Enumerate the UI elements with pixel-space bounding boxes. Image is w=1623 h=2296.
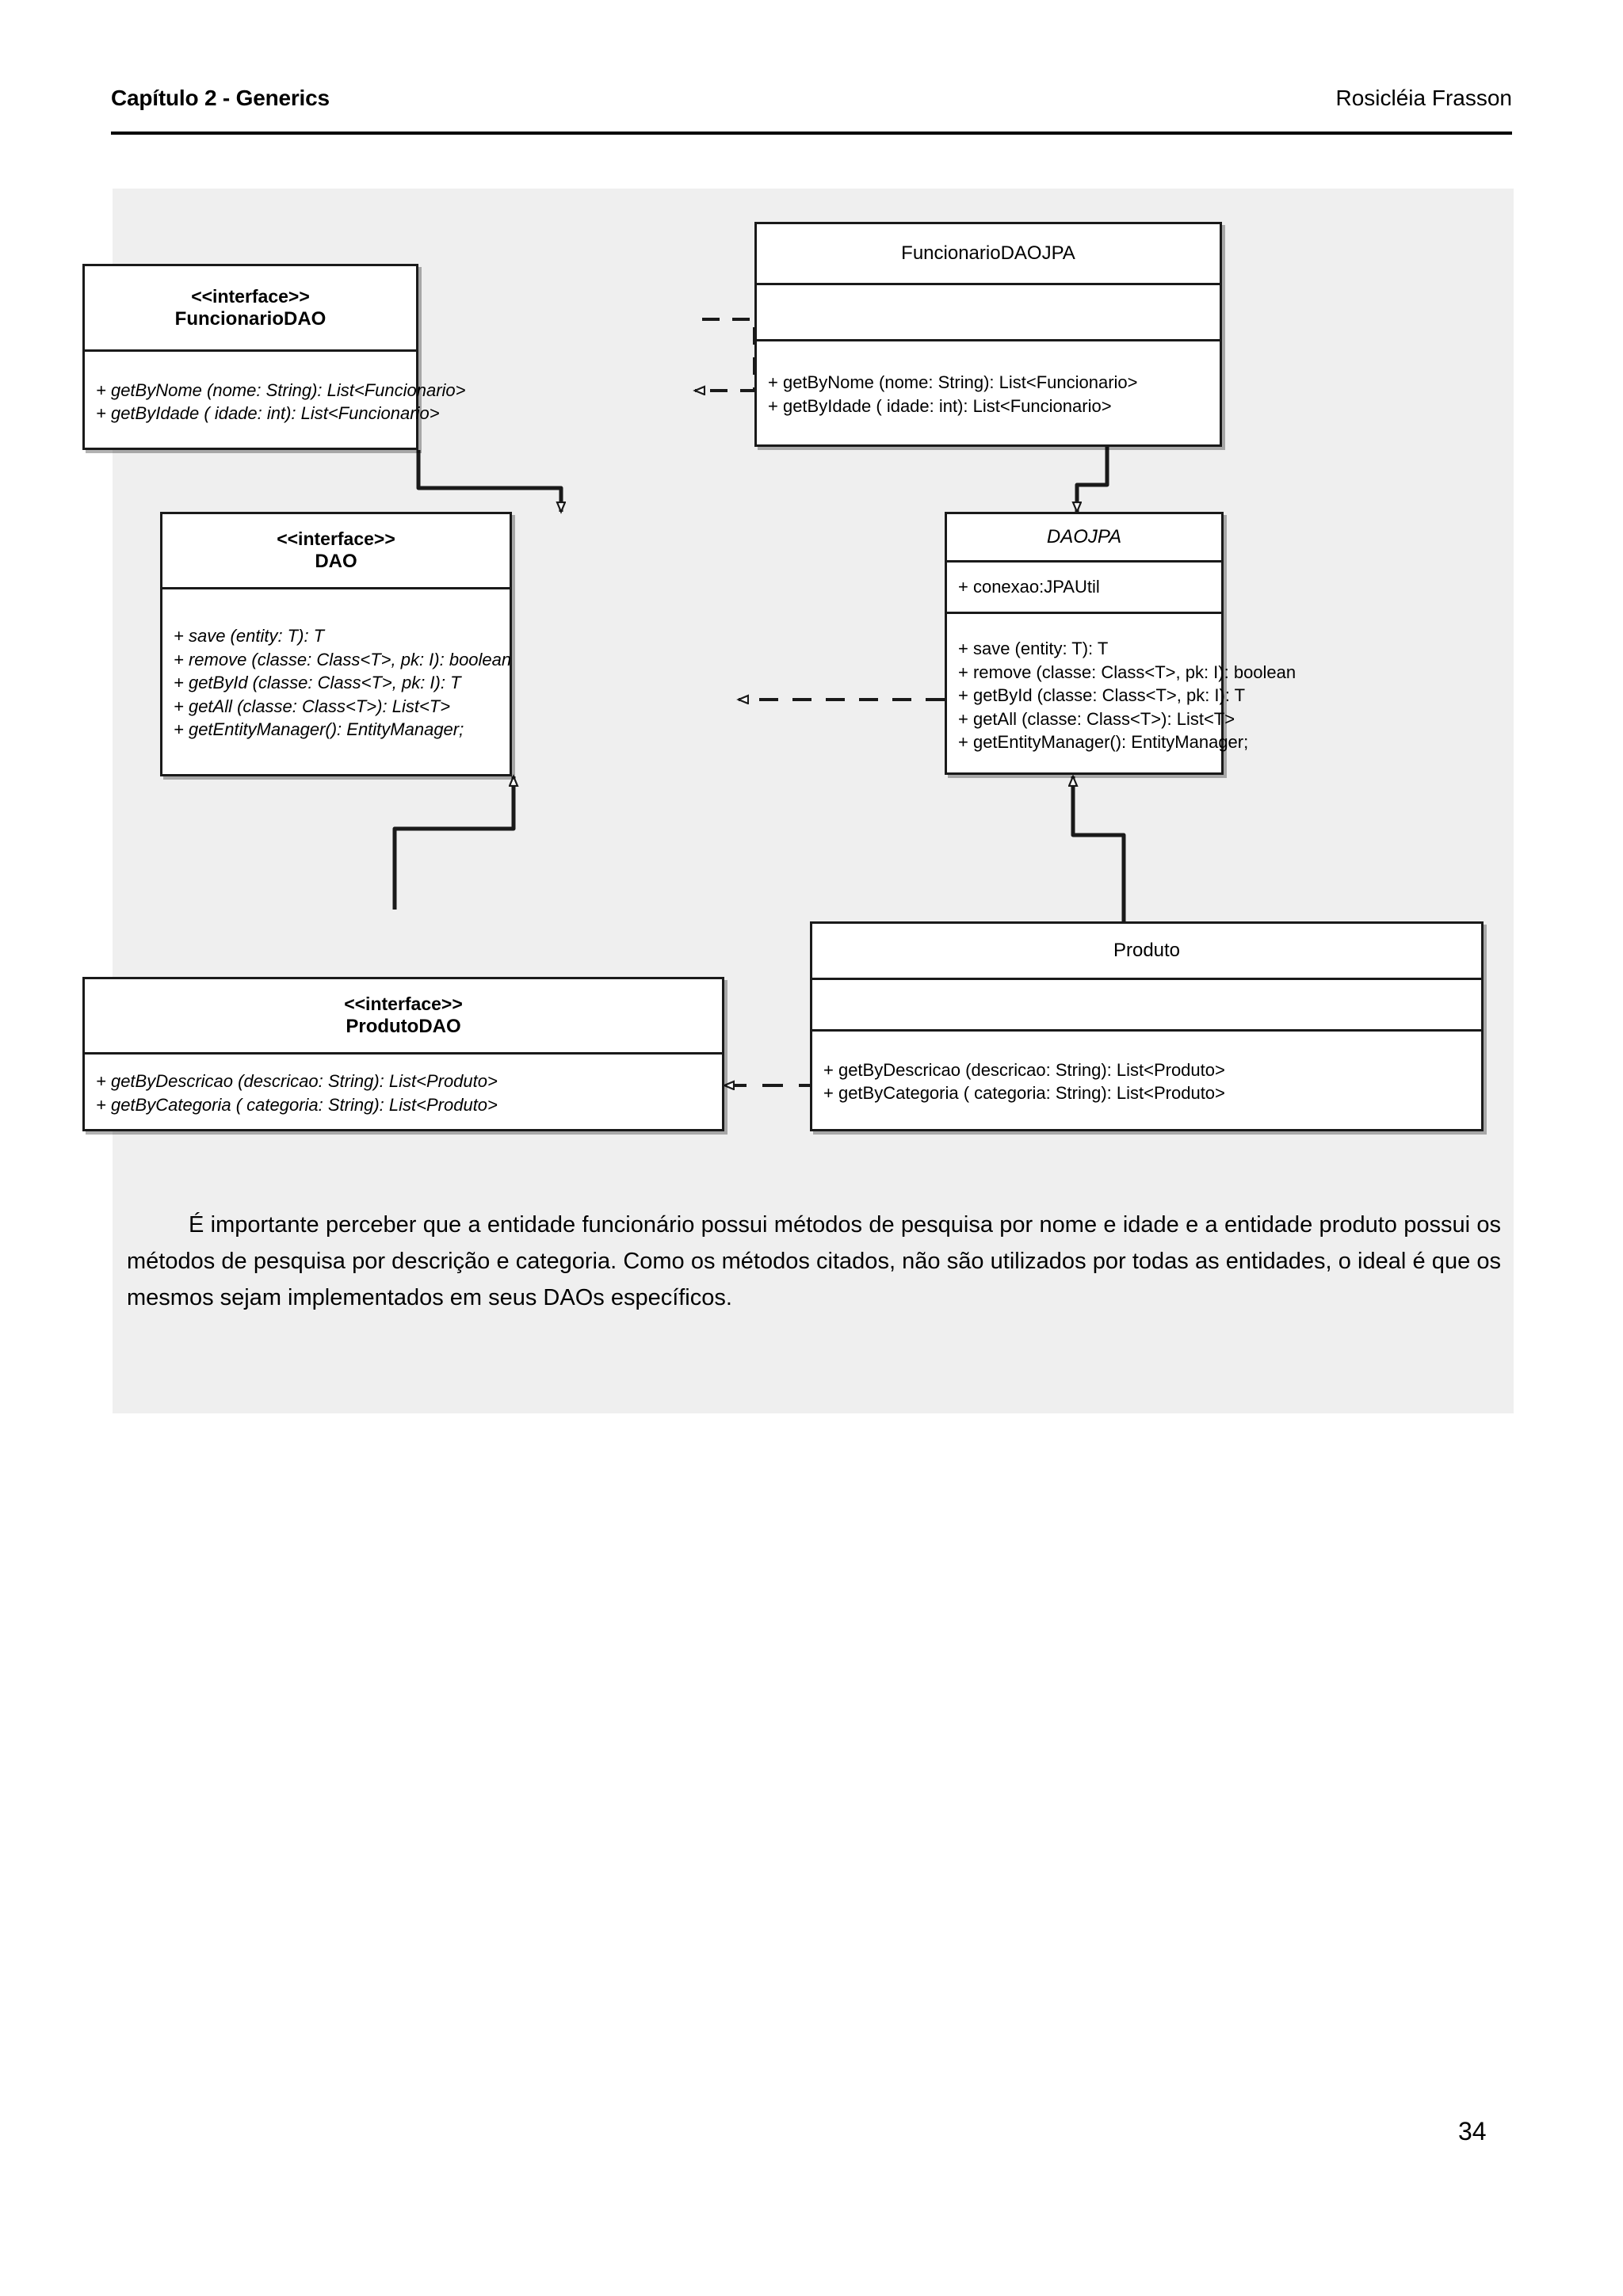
uml-compartment-divider xyxy=(812,978,1481,980)
uml-compartment-divider xyxy=(757,339,1220,341)
uml-methods-compartment: + getByNome (nome: String): List<Funcion… xyxy=(757,341,1220,447)
uml-method: + remove (classe: Class<T>, pk: I): bool… xyxy=(174,649,512,669)
uml-class-name: Produto xyxy=(1113,940,1181,962)
uml-method: + getByDescricao (descricao: String): Li… xyxy=(823,1059,1225,1080)
uml-class-funcionario-dao-jpa[interactable]: FuncionarioDAOJPA + getByNome (nome: Str… xyxy=(754,222,1222,447)
page-number: 34 xyxy=(1458,2117,1487,2145)
uml-class-name: FuncionarioDAOJPA xyxy=(901,242,1075,265)
uml-method: + getAll (classe: Class<T>): List<T> xyxy=(958,708,1235,729)
uml-class-title: DAOJPA xyxy=(947,514,1221,560)
uml-methods-compartment: + getByDescricao (descricao: String): Li… xyxy=(812,1032,1481,1131)
uml-method: + getByDescricao (descricao: String): Li… xyxy=(96,1071,498,1092)
uml-class-name: FuncionarioDAO xyxy=(174,307,327,330)
uml-class-title: <<interface>> FuncionarioDAO xyxy=(85,266,416,349)
uml-compartment-divider xyxy=(85,349,416,352)
uml-compartment-divider xyxy=(812,1029,1481,1032)
uml-attribute: + conexao:JPAUtil xyxy=(958,577,1100,597)
uml-class-title: FuncionarioDAOJPA xyxy=(757,224,1220,283)
relationship-produtodao-extends-dao xyxy=(392,776,514,910)
uml-attributes-compartment xyxy=(757,285,1220,339)
uml-class-diagram: <<interface>> FuncionarioDAO + getByNome… xyxy=(82,189,1514,1195)
relationship-produto-extends-daojpa xyxy=(1073,776,1126,921)
chapter-title: Capítulo 2 - Generics xyxy=(111,86,330,110)
uml-class-title: <<interface>> DAO xyxy=(162,514,510,587)
uml-method: + getEntityManager(): EntityManager; xyxy=(958,732,1249,753)
uml-method: + getByIdade ( idade: int): List<Funcion… xyxy=(96,403,440,423)
uml-class-funcionario-dao[interactable]: <<interface>> FuncionarioDAO + getByNome… xyxy=(82,264,466,452)
uml-method: + getEntityManager(): EntityManager; xyxy=(174,719,464,740)
uml-compartment-divider xyxy=(947,612,1221,614)
uml-attributes-compartment xyxy=(812,980,1481,1029)
header-divider-rule xyxy=(111,132,1512,135)
uml-method: + getById (classe: Class<T>, pk: I): T xyxy=(174,673,461,693)
uml-method: + getByCategoria ( categoria: String): L… xyxy=(823,1083,1225,1103)
uml-stereotype-label: <<interface>> xyxy=(344,994,463,1015)
uml-methods-compartment: + save (entity: T): T + remove (classe: … xyxy=(162,589,512,776)
uml-compartment-divider xyxy=(757,283,1220,285)
uml-method: + getByNome (nome: String): List<Funcion… xyxy=(96,379,466,400)
relationship-funcionariodaojpa-realizes-funcionariodao xyxy=(695,318,756,391)
uml-method: + save (entity: T): T xyxy=(174,626,325,646)
relationship-funcionariodao-extends-dao xyxy=(416,450,561,512)
uml-class-dao-jpa[interactable]: DAOJPA + conexao:JPAUtil + save (entity:… xyxy=(945,512,1296,777)
uml-compartment-divider xyxy=(947,560,1221,563)
uml-method: + getById (classe: Class<T>, pk: I): T xyxy=(958,685,1246,706)
uml-method: + getByCategoria ( categoria: String): L… xyxy=(96,1094,498,1115)
uml-class-title: Produto xyxy=(812,924,1481,978)
page-header: Capítulo 2 - Generics Rosicléia Frasson xyxy=(111,86,1512,111)
uml-method: + remove (classe: Class<T>, pk: I): bool… xyxy=(958,662,1296,682)
uml-class-name: ProdutoDAO xyxy=(346,1016,461,1038)
uml-class-produto-dao[interactable]: <<interface>> ProdutoDAO + getByDescrica… xyxy=(82,977,724,1131)
relationship-funcionariodaojpa-extends-daojpa xyxy=(1077,447,1109,512)
uml-method: + getByNome (nome: String): List<Funcion… xyxy=(768,372,1138,393)
uml-methods-compartment: + save (entity: T): T + remove (classe: … xyxy=(947,614,1296,777)
uml-stereotype-label: <<interface>> xyxy=(191,285,310,307)
uml-stereotype-label: <<interface>> xyxy=(277,528,395,550)
uml-method: + getAll (classe: Class<T>): List<T> xyxy=(174,696,451,716)
uml-method: + save (entity: T): T xyxy=(958,639,1109,659)
uml-attributes-compartment: + conexao:JPAUtil xyxy=(947,563,1221,612)
uml-methods-compartment: + getByNome (nome: String): List<Funcion… xyxy=(85,352,466,452)
uml-class-produto[interactable]: Produto + getByDescricao (descricao: Str… xyxy=(810,921,1484,1131)
uml-class-name: DAOJPA xyxy=(1046,526,1122,548)
uml-class-title: <<interface>> ProdutoDAO xyxy=(85,979,722,1052)
body-paragraph: É importante perceber que a entidade fun… xyxy=(127,1212,1501,1310)
uml-compartment-divider xyxy=(162,587,510,589)
author-name: Rosicléia Frasson xyxy=(1335,86,1512,110)
uml-class-name: DAO xyxy=(315,551,357,573)
uml-methods-compartment: + getByDescricao (descricao: String): Li… xyxy=(85,1055,722,1131)
uml-class-dao[interactable]: <<interface>> DAO + save (entity: T): T … xyxy=(160,512,512,776)
uml-method: + getByIdade ( idade: int): List<Funcion… xyxy=(768,395,1112,416)
uml-compartment-divider xyxy=(85,1052,722,1055)
